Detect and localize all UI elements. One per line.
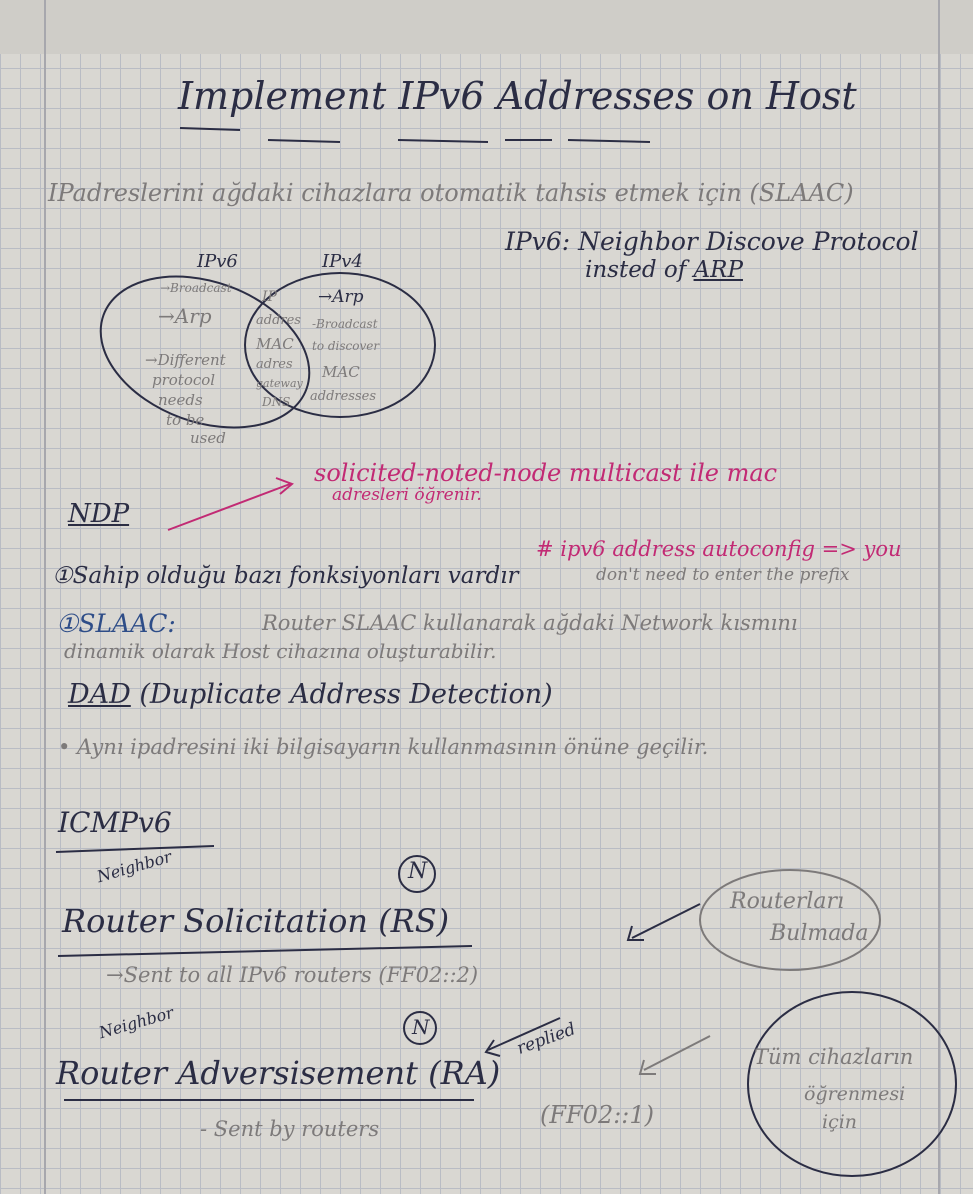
venn-middle-item: gateway (256, 377, 303, 390)
venn-right-item: →Arp (318, 287, 364, 307)
venn-ipv4-circle (244, 272, 436, 418)
venn-left-item: protocol (152, 371, 216, 389)
venn-middle-item: MAC (256, 335, 294, 353)
venn-middle-item: IP (262, 289, 277, 305)
ndp-note-arp: ARP (693, 257, 743, 283)
ndp-note-line1: IPv6: Neighbor Discove Protocol (505, 228, 919, 256)
venn-right-item: MAC (322, 363, 360, 381)
icmpv6-heading: ICMPv6 (58, 806, 172, 839)
ndp-note-line2: insted of ARP (585, 257, 743, 283)
dad-expansion: (Duplicate Address Detection) (139, 679, 553, 710)
venn-left-item: →Broadcast (160, 281, 232, 295)
venn-ipv6-circle (99, 275, 311, 429)
router-bubble-line2: Bulmada (770, 921, 869, 946)
slaac-line1: Router SLAAC kullanarak ağdaki Network k… (262, 611, 798, 635)
rs-n-circle (398, 855, 436, 893)
venn-left-item: →Different (145, 351, 226, 369)
autoconfig-line2: don't need to enter the prefix (596, 565, 850, 585)
ra-n-letter: N (412, 1015, 430, 1039)
venn-left-item: to be (166, 411, 205, 429)
venn-left-item: used (190, 429, 226, 447)
all-bubble-line1: Tüm cihazların (754, 1045, 914, 1069)
ndp-note-prefix: IPv6: (505, 227, 571, 256)
dad-heading: DAD (68, 679, 131, 710)
venn-right-item: to discover (312, 339, 380, 353)
venn-left-item: →Arp (158, 304, 212, 328)
margin-line-right (938, 0, 940, 1194)
router-bubble (699, 869, 881, 971)
ndp-note-text: Neighbor Discove Protocol (578, 227, 919, 256)
slaac-line2: dinamik olarak Host cihazına oluşturabil… (64, 639, 497, 663)
ndp-heading: NDP (68, 499, 130, 529)
ra-note: - Sent by routers (200, 1117, 380, 1141)
notebook-top-band (0, 0, 973, 54)
rs-note: →Sent to all IPv6 routers (FF02::2) (106, 963, 479, 987)
ndp-point-1: ①Sahip olduğu bazı fonksiyonları vardır (52, 563, 519, 589)
all-bubble-line2: öğrenmesi (804, 1083, 906, 1105)
margin-line-left (44, 0, 46, 1194)
solicited-note-line1: solicited-noted-node multicast ile mac (314, 459, 778, 487)
solicited-note-line2: adresleri öğrenir. (332, 485, 482, 505)
router-solicitation: Router Solicitation (RS) (62, 902, 450, 940)
all-bubble-line3: için (822, 1111, 858, 1133)
venn-middle-item: adres (256, 357, 293, 372)
venn-right-item: addresses (310, 389, 377, 404)
intro-text: IPadreslerini ağdaki cihazlara otomatik … (48, 179, 854, 207)
ff02-1-label: (FF02::1) (540, 1101, 655, 1129)
page-title: Implement IPv6 Addresses on Host (178, 74, 857, 118)
dad-line: DAD (Duplicate Address Detection) (68, 680, 553, 710)
venn-right-item: -Broadcast (312, 317, 378, 331)
venn-left-item: needs (158, 391, 203, 409)
venn-right-title: IPv4 (322, 251, 363, 272)
ndp-note-insted: insted of (585, 257, 687, 283)
dad-bullet: • Aynı ipadresini iki bilgisayarın kulla… (58, 735, 709, 759)
ra-n-circle (403, 1011, 437, 1045)
router-advertisement: Router Adversisement (RA) (56, 1054, 501, 1092)
venn-middle-item: DNS (262, 395, 291, 409)
slaac-label: ①SLAAC: (56, 609, 176, 638)
venn-middle-item: addres (256, 313, 301, 328)
autoconfig-line1: # ipv6 address autoconfig => you (536, 537, 902, 561)
all-devices-bubble (747, 991, 957, 1177)
rs-n-letter: N (408, 859, 428, 884)
router-bubble-line1: Routerları (730, 889, 845, 914)
venn-left-title: IPv6 (197, 251, 238, 272)
